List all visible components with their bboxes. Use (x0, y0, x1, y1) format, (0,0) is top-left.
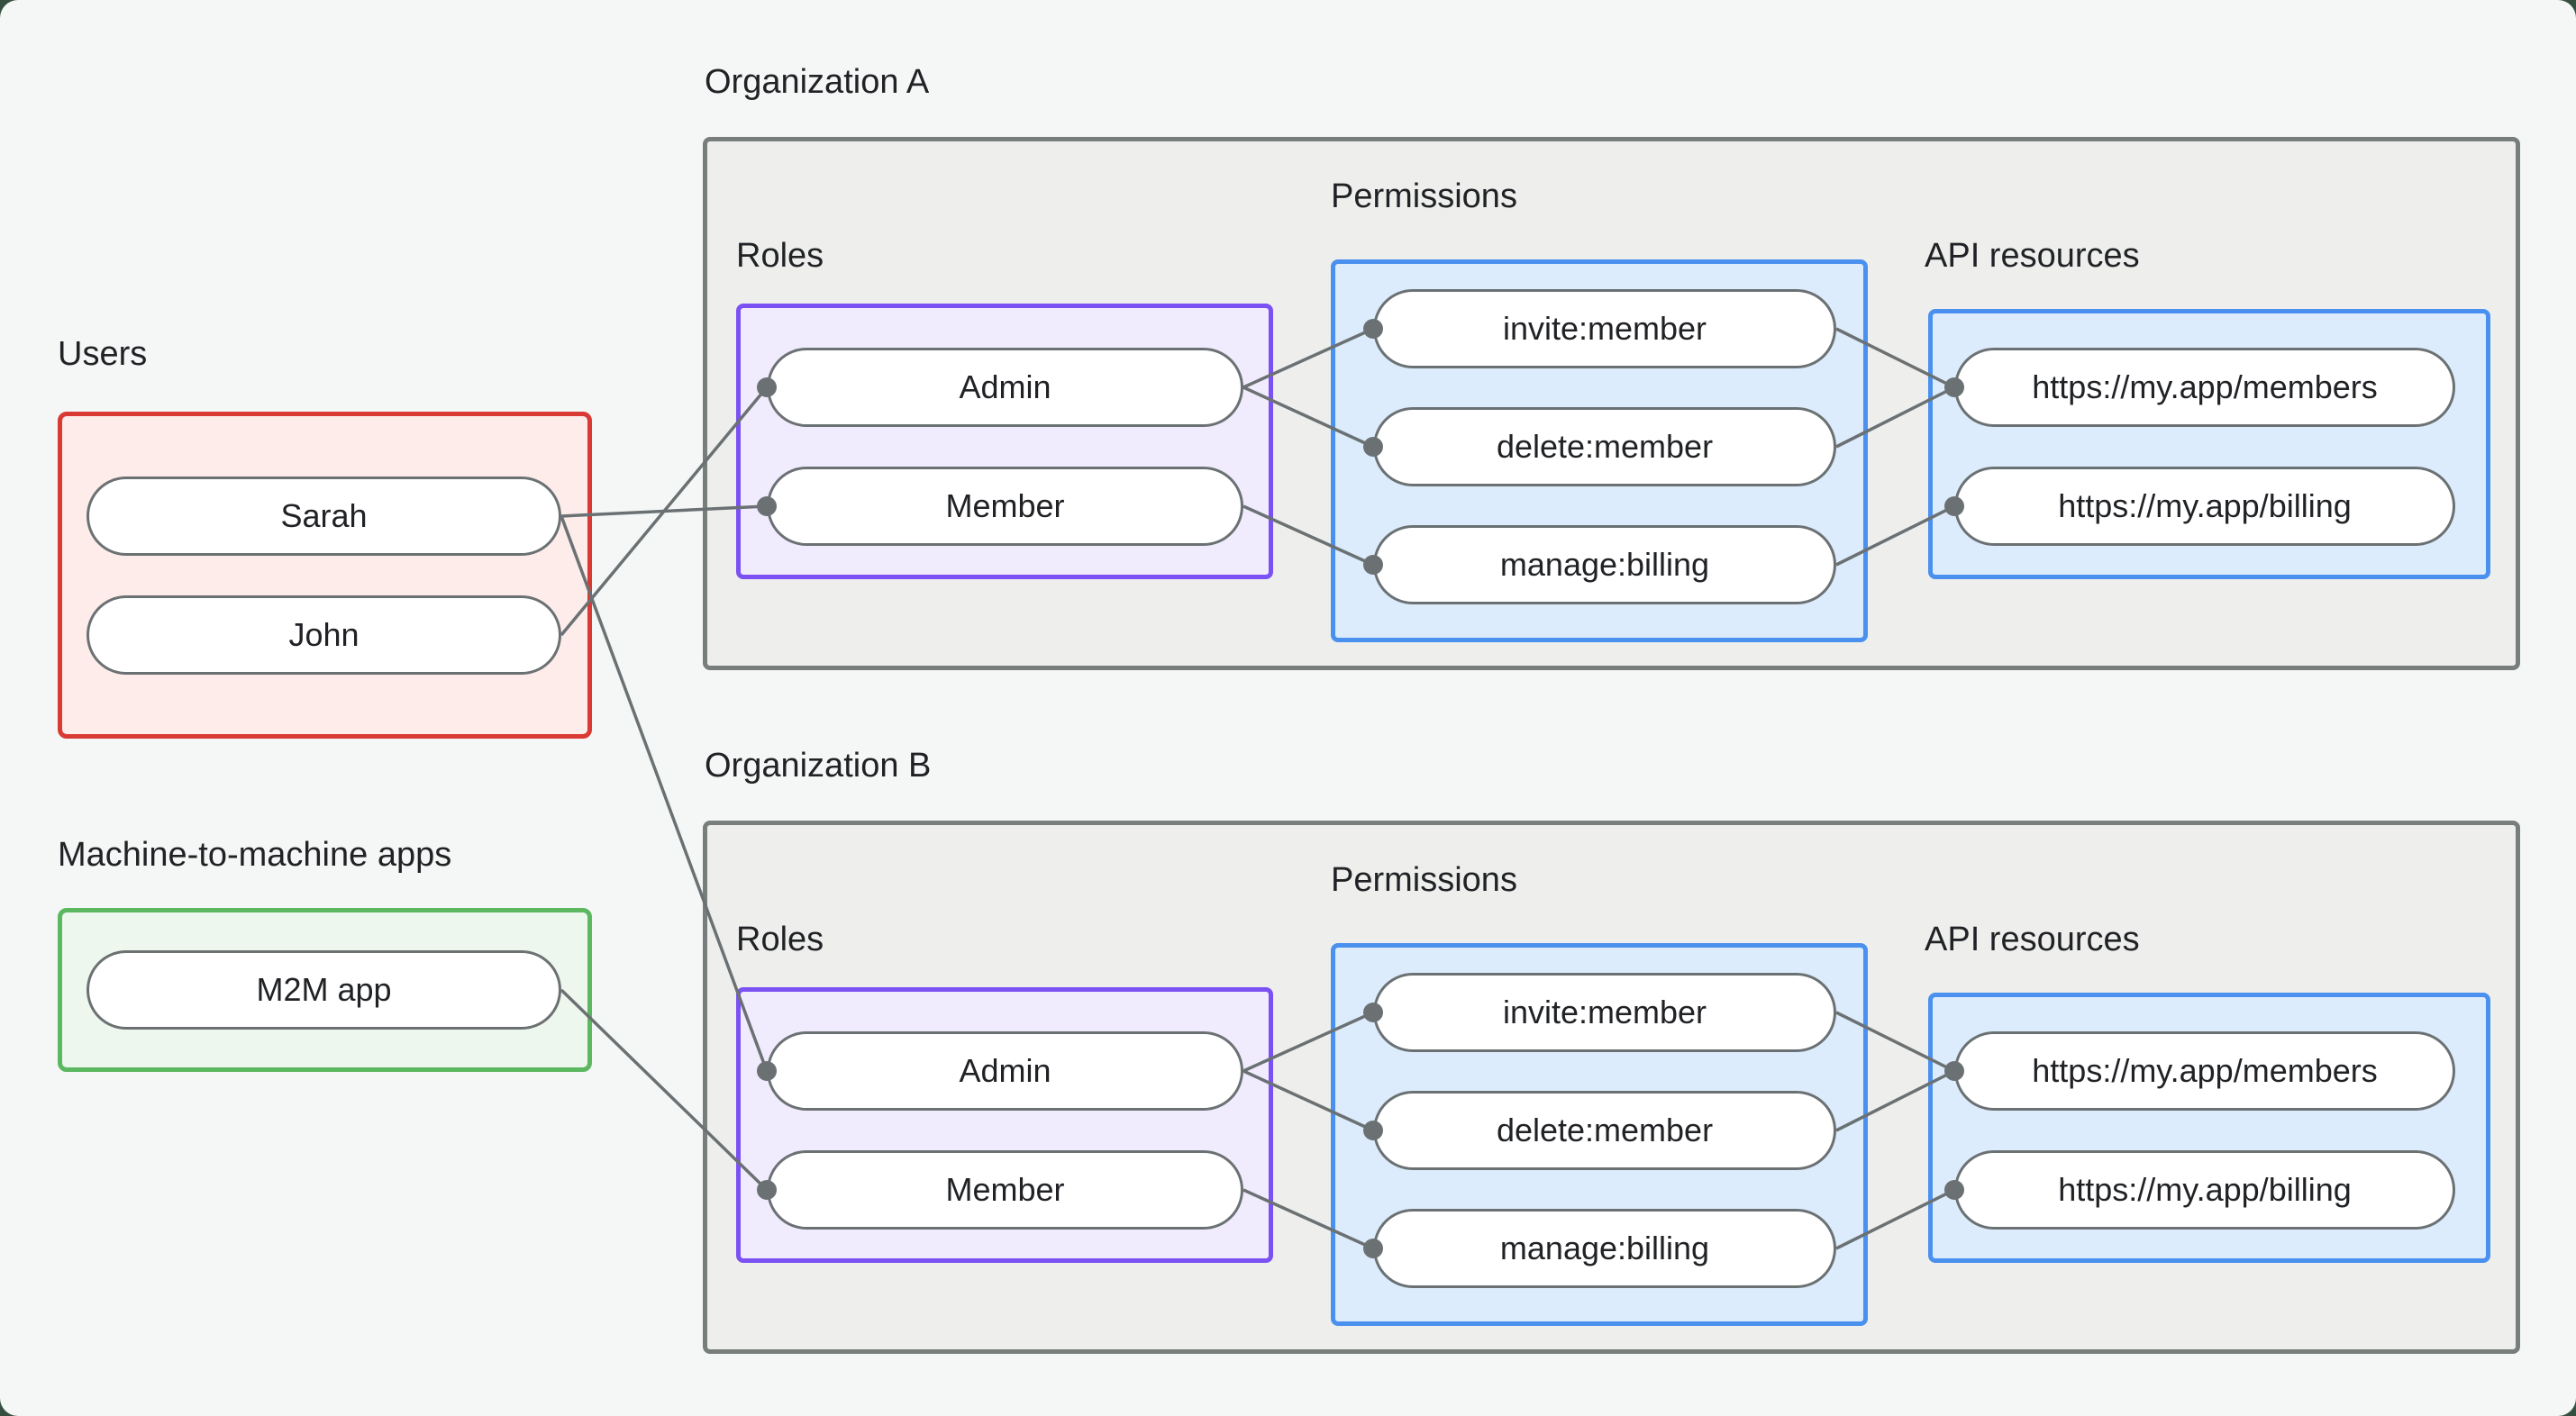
users-section-title: Users (58, 335, 148, 373)
node-org-b-role-member: Member (767, 1150, 1243, 1230)
node-m2m-app: M2M app (86, 950, 561, 1030)
org-a-api-resources-title: API resources (1925, 237, 2140, 275)
node-org-b-role-admin: Admin (767, 1031, 1243, 1111)
org-a-title: Organization A (705, 63, 930, 101)
node-org-b-api-billing: https://my.app/billing (1954, 1150, 2455, 1230)
org-a-roles-title: Roles (736, 237, 824, 275)
org-b-title: Organization B (705, 747, 932, 785)
users-group-box (58, 412, 592, 739)
node-org-b-permission-manage-billing: manage:billing (1373, 1209, 1836, 1288)
m2m-section-title: Machine-to-machine apps (58, 836, 452, 874)
node-org-a-permission-invite-member: invite:member (1373, 289, 1836, 368)
node-org-a-api-billing: https://my.app/billing (1954, 467, 2455, 546)
node-org-b-permission-invite-member: invite:member (1373, 973, 1836, 1052)
node-org-a-api-members: https://my.app/members (1954, 348, 2455, 427)
org-b-permissions-title: Permissions (1331, 861, 1517, 899)
org-b-api-resources-title: API resources (1925, 921, 2140, 958)
node-org-a-role-admin: Admin (767, 348, 1243, 427)
node-org-b-permission-delete-member: delete:member (1373, 1091, 1836, 1170)
node-org-a-role-member: Member (767, 467, 1243, 546)
node-org-a-permission-manage-billing: manage:billing (1373, 525, 1836, 604)
node-org-b-api-members: https://my.app/members (1954, 1031, 2455, 1111)
org-b-roles-title: Roles (736, 921, 824, 958)
node-user-sarah: Sarah (86, 477, 561, 556)
node-org-a-permission-delete-member: delete:member (1373, 407, 1836, 486)
org-a-permissions-title: Permissions (1331, 177, 1517, 215)
node-user-john: John (86, 595, 561, 675)
